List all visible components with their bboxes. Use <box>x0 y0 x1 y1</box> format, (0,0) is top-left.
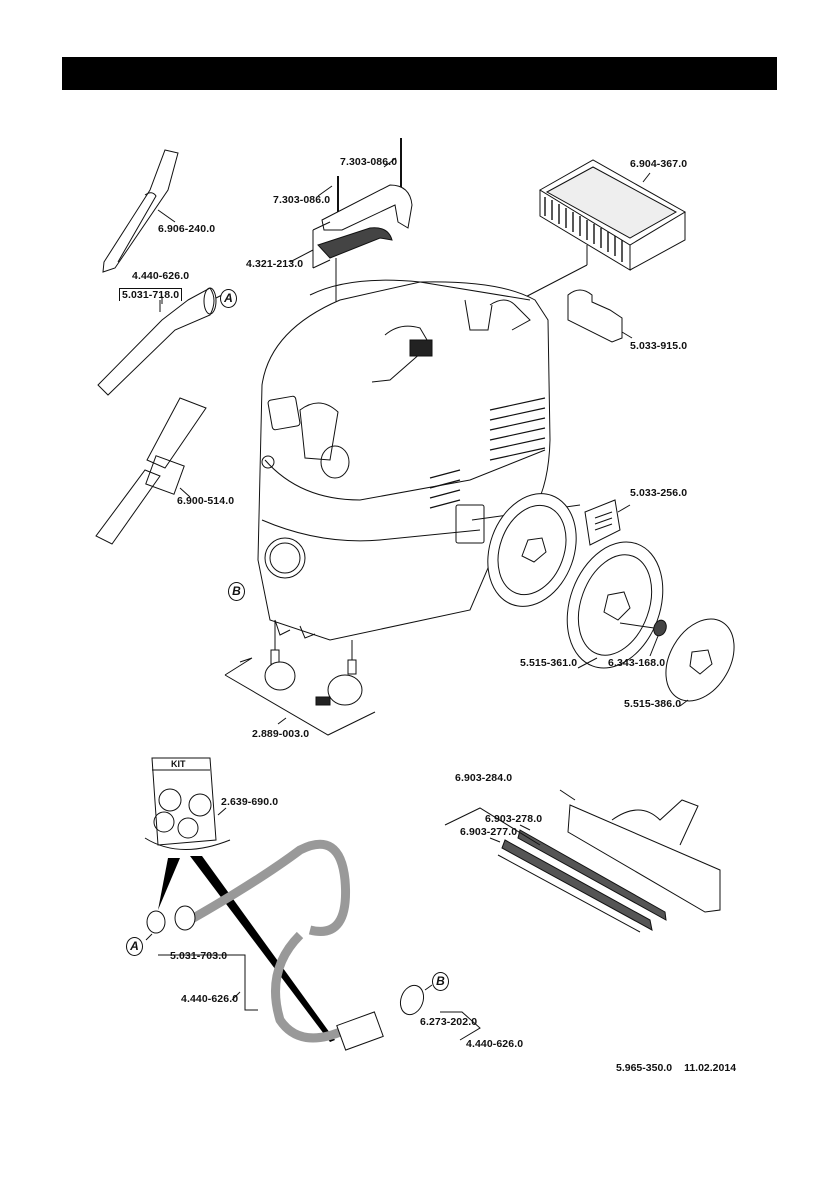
part-label-suction-tubes: 6.900-514.0 <box>177 495 234 507</box>
part-label-hose-assembly-b: 4.440-626.0 <box>466 1038 523 1050</box>
part-label-hose-ring-a: 5.031-703.0 <box>170 950 227 962</box>
document-number: 5.965-350.0 <box>616 1062 672 1074</box>
crevice-nozzle-illustration <box>103 150 178 272</box>
part-label-wheel-clip: 6.343-168.0 <box>608 657 665 669</box>
part-label-hose-holder: 5.033-915.0 <box>630 340 687 352</box>
part-label-floor-nozzle: 6.903-284.0 <box>455 772 512 784</box>
part-label-wiper-strip-2: 6.903-277.0 <box>460 826 517 838</box>
kit-label: KIT <box>171 759 186 769</box>
suction-tubes-illustration <box>96 398 206 544</box>
marker-a-hose: A <box>126 937 143 956</box>
part-label-hub-cap: 5.515-386.0 <box>624 698 681 710</box>
floor-nozzle-illustration <box>445 790 720 932</box>
footer: 5.965-350.0 11.02.2014 <box>616 1062 736 1074</box>
flat-filter-illustration <box>510 160 685 305</box>
part-label-side-cover: 5.033-256.0 <box>630 487 687 499</box>
wheels-illustration <box>473 481 748 713</box>
part-label-wheel: 5.515-361.0 <box>520 657 577 669</box>
part-label-bend-primary: 4.440-626.0 <box>132 270 189 282</box>
part-label-wiper-strip-1: 6.903-278.0 <box>485 813 542 825</box>
marker-b-hose: B <box>432 972 449 991</box>
part-label-bend-secondary: 5.031-718.0 <box>119 288 182 301</box>
castors-illustration <box>225 620 375 735</box>
part-label-adapter-kit: 2.639-690.0 <box>221 796 278 808</box>
part-label-flat-filter: 6.904-367.0 <box>630 158 687 170</box>
part-label-screw-2: 7.303-086.0 <box>273 194 330 206</box>
part-label-hose-assembly: 4.440-626.0 <box>181 993 238 1005</box>
part-label-castors: 2.889-003.0 <box>252 728 309 740</box>
bend-illustration <box>98 288 222 395</box>
hose-holder-illustration <box>568 290 632 342</box>
marker-b-body: B <box>228 582 245 601</box>
part-label-crevice-nozzle: 6.906-240.0 <box>158 223 215 235</box>
marker-a-top: A <box>220 289 237 308</box>
document-date: 11.02.2014 <box>684 1062 736 1074</box>
part-label-hose-ring-b: 6.273-202.0 <box>420 1016 477 1028</box>
part-label-handle: 4.321-213.0 <box>246 258 303 270</box>
part-label-screw-1: 7.303-086.0 <box>340 156 397 168</box>
